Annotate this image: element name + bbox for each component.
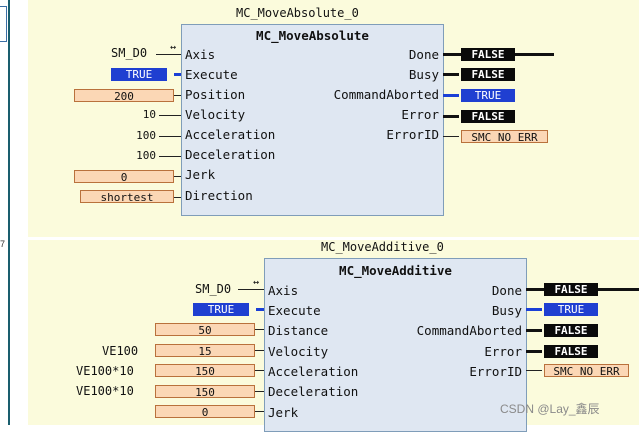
value-error[interactable]: FALSE (461, 110, 515, 123)
wire (174, 197, 181, 198)
value-error-id[interactable]: SMC NO ERR (544, 364, 629, 378)
value-done[interactable]: FALSE (461, 48, 515, 61)
pin-axis[interactable]: Axis (185, 47, 216, 62)
pin-execute[interactable]: Execute (185, 67, 238, 82)
pin-command-aborted[interactable]: CommandAborted (333, 87, 439, 102)
wire (255, 329, 264, 330)
pin-error-id[interactable]: ErrorID (386, 127, 439, 142)
wire (443, 136, 459, 137)
wire (526, 329, 542, 332)
value-execute[interactable]: TRUE (193, 303, 249, 316)
pin-axis[interactable]: Axis (268, 283, 299, 298)
wire (255, 350, 264, 351)
wire (238, 289, 264, 290)
pin-velocity[interactable]: Velocity (268, 344, 329, 359)
value-acceleration[interactable]: 150 (155, 364, 255, 378)
pin-velocity[interactable]: Velocity (185, 107, 246, 122)
value-deceleration[interactable]: 150 (155, 385, 255, 399)
value-done[interactable]: FALSE (544, 283, 598, 296)
value-jerk[interactable]: 0 (155, 405, 255, 419)
value-velocity[interactable]: 15 (155, 344, 255, 358)
gutter-divider (8, 0, 10, 425)
network-2[interactable]: MC_MoveAdditive_0 MC_MoveAdditive Axis E… (28, 240, 639, 432)
value-acceleration[interactable]: 100 (136, 129, 156, 142)
line-number: 7 (0, 239, 6, 249)
pin-deceleration[interactable]: Deceleration (268, 384, 359, 399)
wire-true (526, 308, 542, 311)
wire (159, 156, 181, 157)
pin-jerk[interactable]: Jerk (268, 405, 299, 420)
pin-done[interactable]: Done (408, 47, 439, 62)
pin-distance[interactable]: Distance (268, 323, 329, 338)
pin-error[interactable]: Error (484, 344, 522, 359)
block-type-label: MC_MoveAdditive (339, 263, 452, 278)
value-command-aborted[interactable]: FALSE (544, 324, 598, 337)
pin-error-id[interactable]: ErrorID (469, 364, 522, 379)
value-deceleration[interactable]: 100 (136, 149, 156, 162)
value-busy[interactable]: TRUE (544, 303, 598, 316)
pin-execute[interactable]: Execute (268, 303, 321, 318)
editor-gutter (0, 0, 12, 425)
axis-variable[interactable]: SM_D0 (195, 282, 232, 296)
value-direction[interactable]: shortest (80, 190, 174, 204)
pin-acceleration[interactable]: Acceleration (185, 127, 276, 142)
wire (255, 370, 264, 371)
value-error-id[interactable]: SMC NO ERR (461, 130, 548, 144)
function-block-move-additive[interactable]: MC_MoveAdditive Axis Execute Distance Ve… (264, 258, 527, 432)
value-jerk[interactable]: 0 (74, 170, 174, 184)
wire (159, 115, 181, 116)
wire (443, 73, 459, 76)
pin-error[interactable]: Error (401, 107, 439, 122)
instance-name[interactable]: MC_MoveAdditive_0 (321, 240, 444, 254)
pin-command-aborted[interactable]: CommandAborted (416, 323, 522, 338)
value-busy[interactable]: FALSE (461, 68, 515, 81)
value-velocity[interactable]: 10 (142, 108, 156, 121)
wire-true (174, 73, 181, 76)
value-command-aborted[interactable]: TRUE (461, 89, 515, 102)
axis-variable[interactable]: SM_D0 (111, 46, 148, 60)
wire (526, 370, 542, 371)
pin-done[interactable]: Done (491, 283, 522, 298)
wire (443, 115, 459, 118)
pin-acceleration[interactable]: Acceleration (268, 364, 359, 379)
variable-deceleration[interactable]: VE100*10 (76, 384, 134, 398)
pin-direction[interactable]: Direction (185, 188, 253, 203)
wire (159, 136, 181, 137)
wire-true (443, 94, 459, 97)
value-error[interactable]: FALSE (544, 345, 598, 358)
variable-acceleration[interactable]: VE100*10 (76, 364, 134, 378)
function-block-move-absolute[interactable]: MC_MoveAbsolute Axis Execute Position Ve… (181, 24, 444, 216)
swap-icon: ↔ (170, 42, 177, 53)
value-position[interactable]: 200 (74, 89, 174, 103)
block-type-label: MC_MoveAbsolute (256, 28, 369, 43)
swap-icon: ↔ (253, 277, 260, 288)
fold-bracket-icon[interactable] (0, 6, 7, 42)
pin-busy[interactable]: Busy (491, 303, 522, 318)
wire (526, 350, 542, 353)
value-execute[interactable]: TRUE (111, 68, 167, 81)
wire (174, 176, 181, 177)
pin-busy[interactable]: Busy (408, 67, 439, 82)
value-distance[interactable]: 50 (155, 323, 255, 337)
network-1[interactable]: MC_MoveAbsolute_0 MC_MoveAbsolute Axis E… (28, 0, 639, 237)
variable-velocity[interactable]: VE100 (102, 344, 139, 358)
wire (255, 411, 264, 412)
wire (174, 95, 181, 96)
wire-true (256, 308, 264, 311)
watermark: CSDN @Lay_鑫辰 (500, 402, 600, 416)
pin-deceleration[interactable]: Deceleration (185, 147, 276, 162)
instance-name[interactable]: MC_MoveAbsolute_0 (236, 6, 359, 20)
wire (255, 391, 264, 392)
pin-position[interactable]: Position (185, 87, 246, 102)
pin-jerk[interactable]: Jerk (185, 167, 216, 182)
wire (156, 54, 181, 55)
